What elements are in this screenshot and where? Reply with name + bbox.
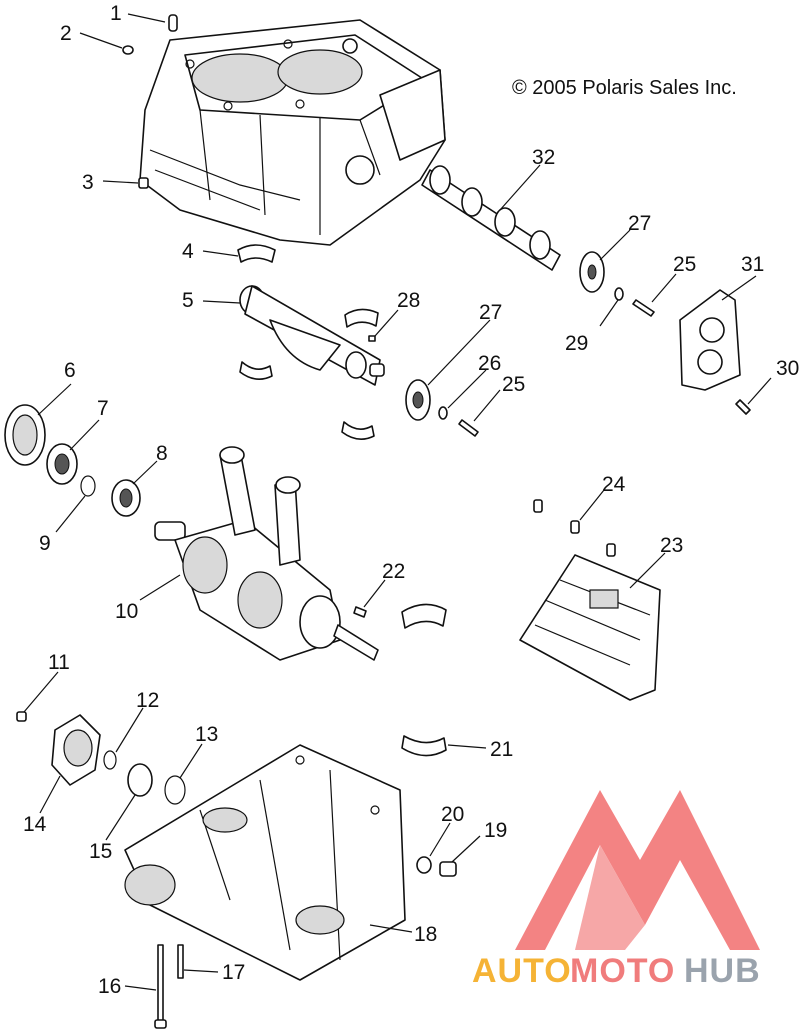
callout-22: 22 <box>382 560 405 583</box>
key-part-22 <box>353 606 367 618</box>
callout-14: 14 <box>23 813 47 836</box>
screw-part-11 <box>16 711 27 722</box>
copyright-notice: © 2005 Polaris Sales Inc. <box>512 77 737 99</box>
callout-21: 21 <box>490 738 513 761</box>
watermark-wordmark: AUTO MOTO HUB <box>472 952 761 990</box>
crankshaft-part-10 <box>154 446 379 661</box>
callout-5: 5 <box>182 289 194 312</box>
bearing-shell-part-21 <box>401 735 447 757</box>
circlip-part-9 <box>80 475 96 497</box>
o-ring-part-2 <box>122 45 134 55</box>
long-bolt-head-16 <box>154 1019 167 1029</box>
gear-part-27-lower <box>405 379 431 421</box>
callout-4: 4 <box>182 240 194 263</box>
gear-part-27-upper <box>579 251 605 293</box>
bearing-shell-lower-b <box>341 421 375 440</box>
washer-part-20 <box>416 856 432 874</box>
watermark-logo <box>515 790 760 950</box>
callout-6: 6 <box>64 359 76 382</box>
dowel-pin-part-1 <box>168 14 178 32</box>
callout-1: 1 <box>110 2 122 25</box>
callout-32: 32 <box>532 146 555 169</box>
callout-27-upper: 27 <box>628 212 651 235</box>
bolt-part-25-lower <box>458 419 479 437</box>
callout-3: 3 <box>82 171 94 194</box>
callout-17: 17 <box>222 961 245 984</box>
circlip-part-13 <box>164 775 186 805</box>
oil-pump-part-14 <box>51 714 101 786</box>
oil-baffle-part-23 <box>519 554 661 701</box>
callout-8: 8 <box>156 442 168 465</box>
callout-labels: 1 2 3 4 5 6 7 8 9 10 11 12 13 14 15 16 1… <box>23 2 799 998</box>
pin-part-28 <box>368 335 376 342</box>
o-ring-part-12 <box>103 750 117 770</box>
callout-26: 26 <box>478 352 501 375</box>
callout-10: 10 <box>115 600 138 623</box>
bolt-part-24-a <box>533 499 543 513</box>
callout-11: 11 <box>48 651 70 674</box>
watermark-moto: MOTO <box>570 952 675 990</box>
drain-plug-part-19 <box>439 861 457 877</box>
bearing-shell-upper-5 <box>344 308 379 328</box>
long-bolt-part-16 <box>157 944 164 1023</box>
cover-plate-part-31 <box>679 289 741 391</box>
washer-part-29 <box>614 287 624 301</box>
callout-30: 30 <box>776 357 799 380</box>
callout-13: 13 <box>195 723 218 746</box>
bolt-part-24-c <box>606 543 616 557</box>
bearing-shell-lower-5 <box>239 361 273 380</box>
upper-crankcase <box>139 19 446 246</box>
leader-lines <box>23 13 772 991</box>
camshaft-part-32 <box>421 165 561 271</box>
oil-seal-part-6 <box>4 404 46 466</box>
bolt-part-24-b <box>570 520 580 534</box>
bolt-part-30 <box>735 399 751 415</box>
callout-19: 19 <box>484 819 507 842</box>
bolt-part-17 <box>177 944 184 979</box>
bearing-part-8 <box>111 479 141 517</box>
callout-15: 15 <box>89 840 112 863</box>
bearing-shell-part-4 <box>237 244 276 263</box>
bolt-part-25-upper <box>632 299 655 317</box>
watermark-hub: HUB <box>684 952 761 990</box>
callout-12: 12 <box>136 689 159 712</box>
cap-part-15 <box>127 763 153 797</box>
callout-20: 20 <box>441 803 464 826</box>
callout-25-lower: 25 <box>502 373 525 396</box>
washer-part-26 <box>438 406 448 420</box>
callout-9: 9 <box>39 532 51 555</box>
watermark-auto: AUTO <box>472 952 572 990</box>
callout-7: 7 <box>97 397 109 420</box>
callout-29: 29 <box>565 332 588 355</box>
lower-crankcase-part-18 <box>124 744 406 981</box>
callout-23: 23 <box>660 534 683 557</box>
callout-16: 16 <box>98 975 121 998</box>
plug-part-3 <box>138 177 149 189</box>
balance-shaft-part-5 <box>239 285 385 386</box>
bearing-part-7 <box>46 443 78 485</box>
callout-25-upper: 25 <box>673 253 696 276</box>
bearing-shell-main <box>401 603 447 629</box>
callout-31: 31 <box>741 253 764 276</box>
callout-2: 2 <box>60 22 72 45</box>
callout-27-lower: 27 <box>479 301 502 324</box>
callout-18: 18 <box>414 923 437 946</box>
callout-28: 28 <box>397 289 420 312</box>
callout-24: 24 <box>602 473 626 496</box>
